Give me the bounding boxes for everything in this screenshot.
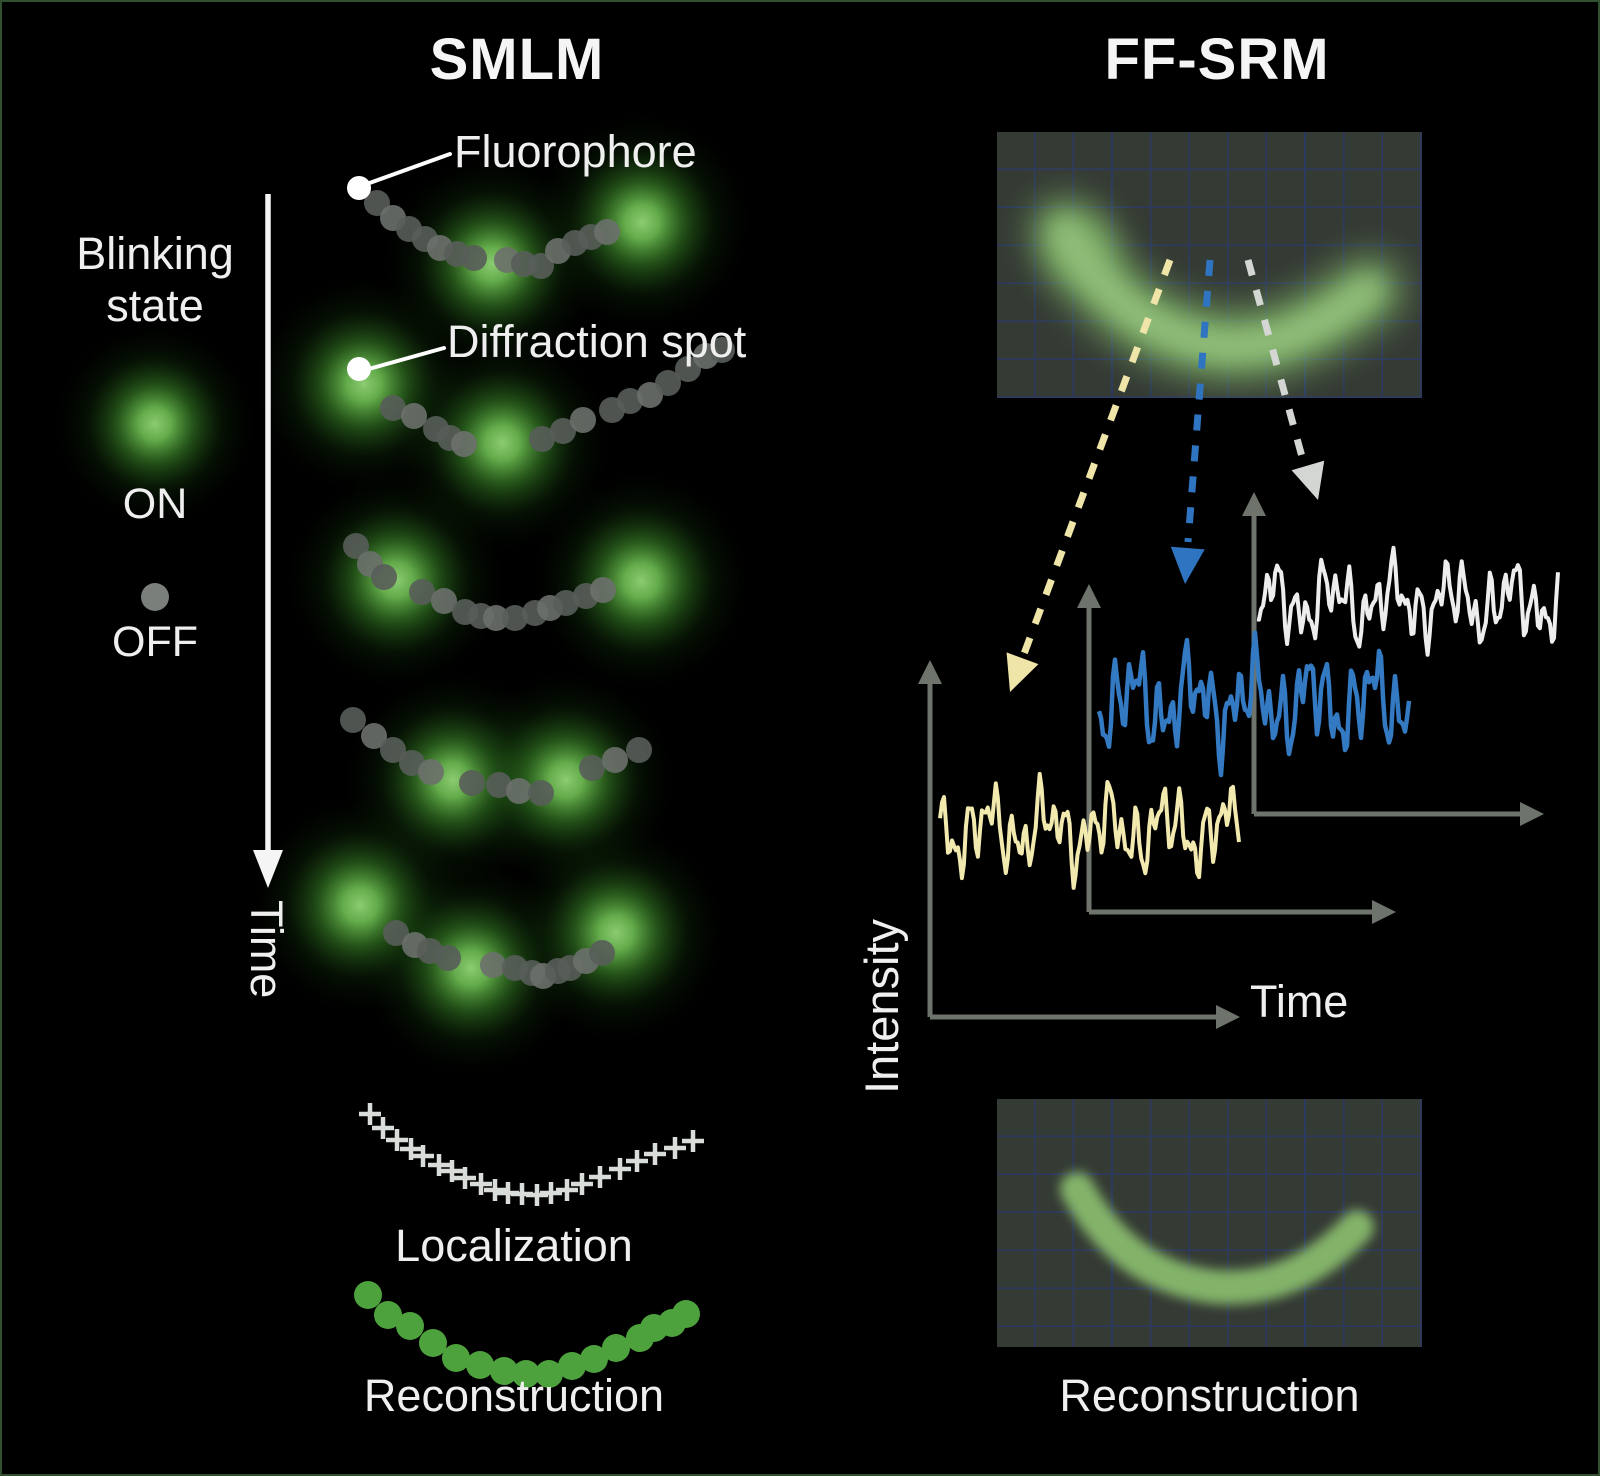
ffsrm-reconstruction-pixel-image [997,1099,1422,1347]
blurred-structure-art [1034,201,1400,378]
time-axis-label-left: Time [241,900,292,999]
on-label: ON [122,480,188,528]
time-arrow-down-icon [253,194,283,888]
intensity-axis-label: Intensity [855,918,908,1094]
time-axis-label-right: Time [1250,976,1349,1027]
blinking-state-line2: state [106,280,204,331]
smlm-reconstruction-label: Reconstruction [363,1370,665,1421]
ffsrm-title: FF-SRM [1104,27,1330,92]
off-label: OFF [112,618,198,666]
ffsrm-reconstruction-label: Reconstruction [1059,1370,1360,1421]
intensity-time-axes [918,492,1544,1029]
diffraction-limited-pixel-image [997,132,1422,398]
pointer-lines-and-markers [347,152,452,381]
blinking-state-label: Blinking state [55,228,255,332]
intensity-fluctuation-traces [938,545,1560,890]
blinking-state-line1: Blinking [76,228,234,279]
reconstructed-structure-art [1060,1172,1374,1305]
fluorophore-label: Fluorophore [454,126,697,177]
smlm-title: SMLM [429,27,605,92]
localization-label: Localization [395,1220,633,1271]
localization-plus-marks [359,1103,704,1206]
diffraction-spot-label: Diffraction spot [447,316,747,367]
